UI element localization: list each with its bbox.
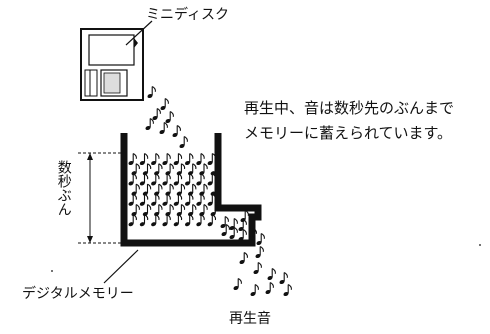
minidisc-icon: [80, 28, 144, 101]
stored-note: [198, 163, 208, 177]
stored-note: [130, 203, 140, 218]
stored-notes: [127, 152, 249, 238]
stored-note: [239, 209, 249, 224]
stored-note: [161, 193, 171, 208]
stored-note: [172, 193, 183, 208]
minidisc-pointer: [125, 20, 153, 46]
minidisc-label: ミニディスク: [146, 7, 230, 23]
stored-note: [219, 215, 229, 230]
depth-dimension: [78, 152, 128, 244]
stored-note: [152, 203, 163, 218]
stored-note: [206, 214, 217, 228]
memory-pointer: [103, 249, 139, 284]
stored-note: [175, 203, 186, 218]
stored-note: [183, 214, 194, 228]
stored-note: [141, 203, 152, 218]
stored-note: [130, 163, 140, 177]
stored-note: [175, 163, 186, 177]
stored-note: [172, 173, 183, 187]
description-line-2: メモリーに蓄えられています。: [244, 124, 453, 142]
stored-note: [164, 203, 174, 218]
stored-note: [186, 183, 197, 197]
stored-note: [195, 152, 205, 167]
description: 再生中、音は数秒先のぶんまで メモリーに蓄えられています。: [244, 96, 454, 146]
stored-note: [161, 173, 171, 187]
stored-note: [195, 193, 205, 208]
stored-note: [149, 193, 160, 208]
stored-note: [138, 173, 149, 187]
stored-note: [183, 152, 194, 167]
output-notes: [228, 226, 292, 298]
stored-note: [127, 193, 137, 208]
stored-note: [164, 183, 174, 197]
memory-label: デジタルメモリー: [22, 286, 134, 302]
stored-note: [198, 183, 208, 197]
stored-note: [141, 183, 152, 197]
stored-note: [172, 214, 183, 228]
stored-note: [172, 152, 183, 167]
stored-note: [195, 214, 205, 228]
stored-note: [152, 163, 163, 177]
stored-note: [195, 173, 205, 187]
stored-note: [127, 152, 137, 167]
stored-note: [161, 152, 171, 167]
stored-note: [183, 173, 194, 187]
description-line-1: 再生中、音は数秒先のぶんまで: [244, 99, 455, 117]
stored-note: [198, 203, 208, 218]
playback-label: 再生音: [229, 311, 271, 327]
stored-note: [149, 214, 160, 228]
stored-note: [152, 183, 163, 197]
stored-note: [161, 214, 171, 228]
stored-note: [138, 214, 149, 228]
stored-note: [186, 163, 197, 177]
stored-note: [183, 193, 194, 208]
stored-note: [130, 183, 140, 197]
stored-note: [175, 183, 186, 197]
stored-note: [206, 193, 217, 208]
stored-note: [149, 152, 160, 167]
stored-note: [206, 152, 217, 167]
depth-label: 数秒ぶん: [55, 160, 72, 216]
stored-note: [138, 152, 149, 167]
stored-note: [141, 163, 152, 177]
stored-note: [149, 173, 160, 187]
stored-note: [127, 214, 137, 228]
stored-note: [127, 173, 137, 187]
memory-buffer-icon: [120, 133, 262, 247]
stored-note: [138, 193, 149, 208]
stored-note: [164, 163, 174, 177]
stored-note: [186, 203, 197, 218]
stored-note: [206, 173, 217, 187]
falling-notes: [144, 85, 188, 150]
